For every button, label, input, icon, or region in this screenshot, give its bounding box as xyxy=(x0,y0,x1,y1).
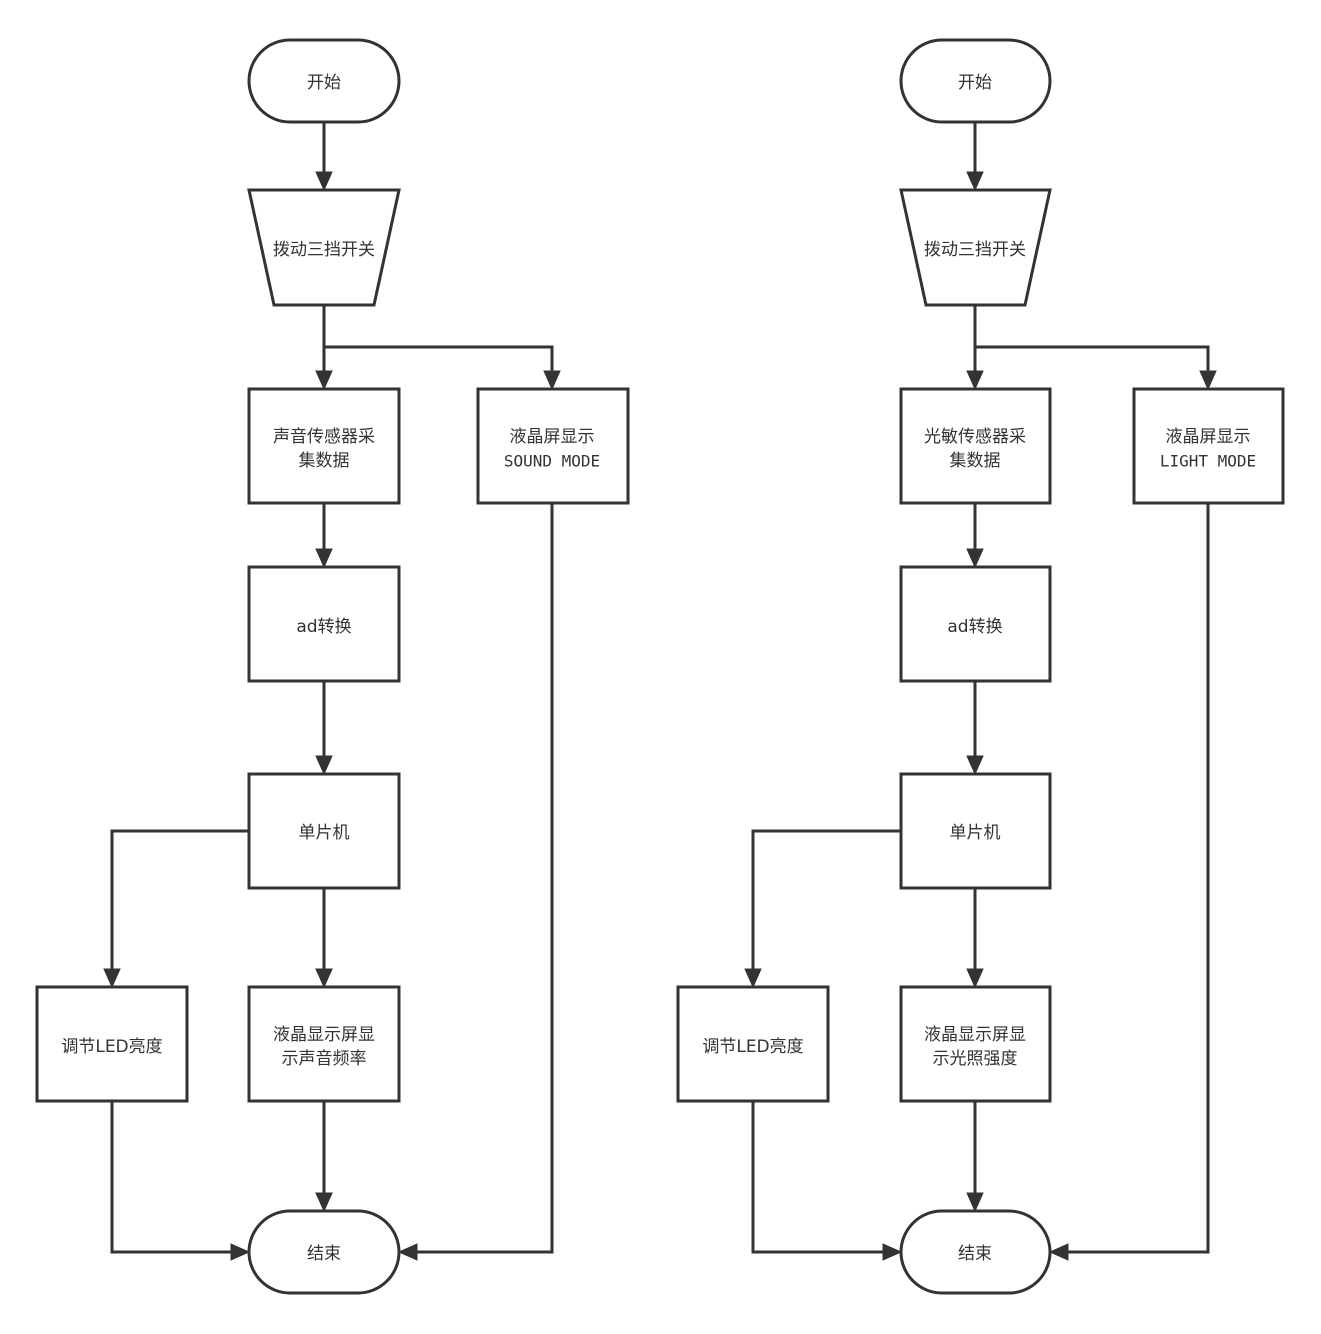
arrowhead xyxy=(315,370,333,391)
end-node: 结束 xyxy=(247,1209,401,1295)
switch-label: 拨动三挡开关 xyxy=(273,240,375,260)
lcd-mode-node: 液晶屏显示 LIGHT MODE xyxy=(1132,387,1285,505)
end-label: 结束 xyxy=(958,1244,992,1264)
lcd-value-node: 液晶显示屏显 示声音频率 xyxy=(247,985,401,1103)
lcd-value-label-line2: 示声音频率 xyxy=(282,1049,367,1069)
led-label: 调节LED亮度 xyxy=(702,1037,803,1057)
arrowhead xyxy=(966,968,984,989)
edge-led-to-end xyxy=(751,1101,887,1254)
start-node: 开始 xyxy=(899,38,1052,124)
ad-label: ad转换 xyxy=(296,617,351,637)
led-node: 调节LED亮度 xyxy=(35,985,189,1103)
right-flowchart: 开始 拨动三挡开关 光敏传感器采 集数据 液晶屏显示 LIGHT MODE ad… xyxy=(676,38,1285,1295)
left-flowchart: 开始 拨动三挡开关 声音传感器采 集数据 液晶屏显示 SOUND MODE ad… xyxy=(35,38,630,1295)
arrowhead xyxy=(966,171,984,192)
arrowhead xyxy=(315,755,333,776)
sensor-label-line1: 声音传感器采 xyxy=(273,427,375,447)
lcd-mode-label-line2: LIGHT MODE xyxy=(1160,452,1256,471)
edge-mcu-to-led xyxy=(110,829,249,973)
sensor-node: 声音传感器采 集数据 xyxy=(247,387,401,505)
edge-mcu-to-led xyxy=(751,829,901,973)
arrowhead xyxy=(230,1243,251,1261)
start-node: 开始 xyxy=(247,38,401,124)
arrowhead xyxy=(315,1192,333,1213)
switch-node: 拨动三挡开关 xyxy=(899,188,1052,307)
switch-node: 拨动三挡开关 xyxy=(247,188,401,307)
arrowhead xyxy=(397,1243,418,1261)
lcd-mode-node: 液晶屏显示 SOUND MODE xyxy=(476,387,630,505)
lcd-value-label-line1: 液晶显示屏显 xyxy=(273,1025,375,1045)
mcu-node: 单片机 xyxy=(899,772,1052,890)
sensor-label-line1: 光敏传感器采 xyxy=(924,427,1026,447)
arrowhead xyxy=(315,548,333,569)
lcd-mode-label-line2: SOUND MODE xyxy=(504,452,600,471)
start-label: 开始 xyxy=(958,73,992,93)
arrowhead xyxy=(744,968,762,989)
sensor-label-line2: 集数据 xyxy=(299,451,350,471)
sensor-node: 光敏传感器采 集数据 xyxy=(899,387,1052,505)
end-node: 结束 xyxy=(899,1209,1052,1295)
edge-lcd-mode-to-end xyxy=(413,503,554,1254)
mcu-label: 单片机 xyxy=(950,823,1001,843)
edge-led-to-end xyxy=(110,1101,235,1254)
edge-switch-to-lcd-mode xyxy=(324,345,554,375)
lcd-value-label-line2: 示光照强度 xyxy=(933,1049,1018,1069)
arrowhead xyxy=(966,755,984,776)
lcd-value-label-line1: 液晶显示屏显 xyxy=(924,1025,1026,1045)
led-label: 调节LED亮度 xyxy=(61,1037,162,1057)
ad-node: ad转换 xyxy=(247,565,401,683)
arrowhead xyxy=(1199,370,1217,391)
arrowhead xyxy=(966,548,984,569)
mcu-node: 单片机 xyxy=(247,772,401,890)
end-label: 结束 xyxy=(307,1244,341,1264)
arrowhead xyxy=(543,370,561,391)
mcu-label: 单片机 xyxy=(299,823,350,843)
edge-switch-to-lcd-mode xyxy=(975,345,1210,375)
arrowhead xyxy=(315,171,333,192)
ad-node: ad转换 xyxy=(899,565,1052,683)
arrowhead xyxy=(966,1192,984,1213)
switch-label: 拨动三挡开关 xyxy=(924,240,1026,260)
arrowhead xyxy=(315,968,333,989)
arrowhead xyxy=(966,370,984,391)
start-label: 开始 xyxy=(307,73,341,93)
led-node: 调节LED亮度 xyxy=(676,985,830,1103)
sensor-label-line2: 集数据 xyxy=(950,451,1001,471)
arrowhead xyxy=(1048,1243,1069,1261)
lcd-mode-label-line1: 液晶屏显示 xyxy=(510,427,595,447)
lcd-value-node: 液晶显示屏显 示光照强度 xyxy=(899,985,1052,1103)
arrowhead xyxy=(882,1243,903,1261)
arrowhead xyxy=(103,968,121,989)
lcd-mode-label-line1: 液晶屏显示 xyxy=(1166,427,1251,447)
ad-label: ad转换 xyxy=(947,617,1002,637)
edge-lcd-mode-to-end xyxy=(1064,503,1210,1254)
